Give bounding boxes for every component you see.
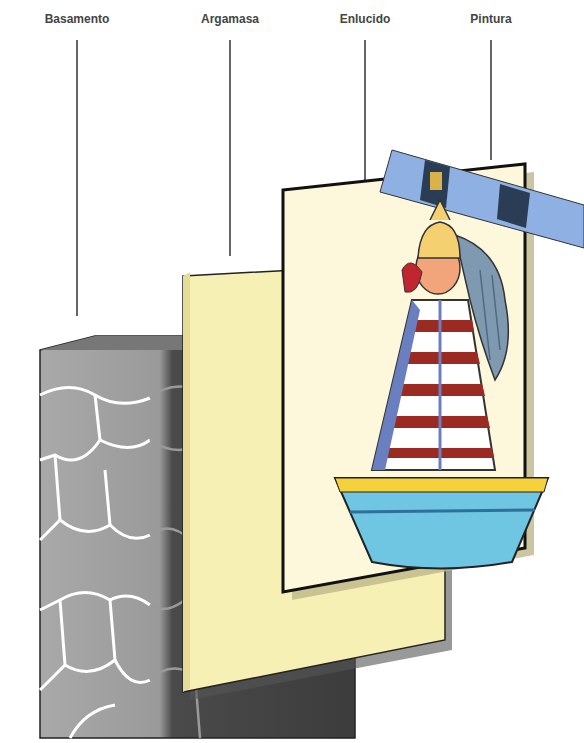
layer-label: Pintura [470,12,511,26]
layer-label: Argamasa [201,12,259,26]
layer-label: Basamento [45,12,110,26]
painting-figure [335,150,584,569]
layer-label: Enlucido [340,12,391,26]
